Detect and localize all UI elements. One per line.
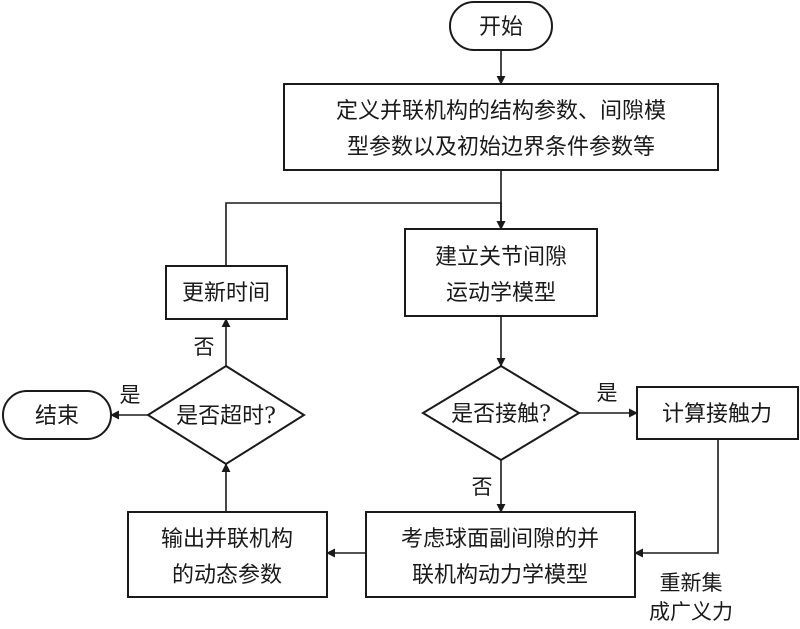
contact-decision-node: 是否接触?: [421, 364, 581, 462]
kinematics-line1: 建立关节间隙: [435, 245, 567, 270]
update-time-label: 更新时间: [182, 281, 270, 306]
contact-force-label: 计算接触力: [662, 402, 772, 427]
timeout-decision-label: 是否超时?: [176, 404, 276, 429]
contact-force-node: 计算接触力: [636, 386, 799, 440]
reintegrate-label-line2: 成广义力: [649, 600, 733, 624]
timeout-decision-node: 是否超时?: [146, 364, 306, 466]
output-line2: 的动态参数: [172, 563, 282, 588]
edge-force-to-dynamics: [634, 439, 719, 558]
end-label: 结束: [35, 404, 79, 429]
output-params-node: 输出并联机构 的动态参数: [127, 511, 328, 598]
contact-no-label: 否: [472, 475, 493, 499]
define-params-node: 定义并联机构的结构参数、间隙模 型参数以及初始边界条件参数等: [283, 83, 719, 171]
dynamics-model-node: 考虑球面副间隙的并 联机构动力学模型: [365, 511, 636, 598]
timeout-yes-label: 是: [120, 383, 141, 407]
contact-decision-label: 是否接触?: [451, 402, 551, 427]
start-label: 开始: [479, 15, 523, 40]
end-node: 结束: [2, 390, 112, 440]
define-params-line1: 定义并联机构的结构参数、间隙模: [336, 99, 666, 124]
kinematics-line2: 运动学模型: [446, 281, 556, 306]
dynamics-line2: 联机构动力学模型: [412, 563, 588, 588]
edges: [110, 50, 719, 558]
timeout-no-label: 否: [194, 335, 215, 359]
contact-yes-label: 是: [597, 381, 618, 405]
update-time-node: 更新时间: [165, 265, 288, 320]
edge-update-to-kinematics: [225, 202, 506, 266]
reintegrate-label-line1: 重新集: [660, 571, 723, 595]
output-line1: 输出并联机构: [161, 527, 293, 552]
define-params-line2: 型参数以及初始边界条件参数等: [347, 135, 655, 160]
start-node: 开始: [449, 1, 553, 51]
kinematics-model-node: 建立关节间隙 运动学模型: [404, 228, 598, 317]
dynamics-line1: 考虑球面副间隙的并: [401, 527, 599, 552]
